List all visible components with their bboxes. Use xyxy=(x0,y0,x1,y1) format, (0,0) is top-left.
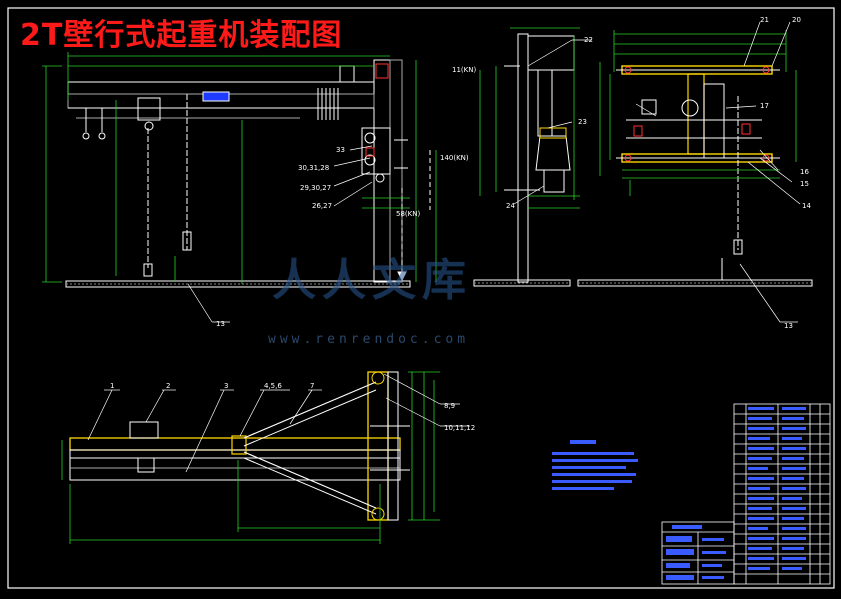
callout-26-27: 26,27 xyxy=(312,202,332,210)
watermark-text: 人人文库 xyxy=(272,255,472,306)
bottom-view-dimensions xyxy=(61,371,440,544)
callout-8-9: 8,9 xyxy=(444,402,455,410)
front-view-dimensions xyxy=(42,52,437,284)
callout-3: 3 xyxy=(224,382,228,390)
callout-21: 21 xyxy=(760,16,769,24)
bottom-girder xyxy=(69,437,401,451)
side-view-dimensions xyxy=(479,27,580,209)
callout-15: 15 xyxy=(800,180,809,188)
title-block-text xyxy=(666,525,726,580)
drawing-title: 2T壁行式起重机装配图 xyxy=(20,18,343,53)
bottom-view xyxy=(69,371,410,521)
upper-brace xyxy=(243,381,377,439)
callout-33: 33 xyxy=(336,146,345,154)
callout-2: 2 xyxy=(166,382,170,390)
callout-4-5-6: 4,5,6 xyxy=(264,382,282,390)
callout-1: 1 xyxy=(110,382,114,390)
front-view-leaders xyxy=(187,145,373,323)
callout-16: 16 xyxy=(800,168,809,176)
side-view-leaders xyxy=(513,39,592,205)
load-label-58kn: 58(KN) xyxy=(396,210,420,218)
callout-22: 22 xyxy=(584,36,593,44)
callout-17: 17 xyxy=(760,102,769,110)
callout-30-31-28: 30,31,28 xyxy=(298,164,329,172)
wall-beam xyxy=(367,371,389,521)
side-view xyxy=(473,33,575,287)
callout-13-left: 13 xyxy=(216,320,225,328)
lower-brace xyxy=(243,451,377,509)
technical-requirements xyxy=(552,440,638,490)
bottom-view-leaders xyxy=(87,373,470,473)
parts-list xyxy=(733,403,831,585)
side-wall xyxy=(517,33,529,283)
load-label-11kn: 11(KN) xyxy=(452,66,476,74)
callout-24: 24 xyxy=(506,202,515,210)
nameplate xyxy=(202,91,230,102)
callout-10-11-12: 10,11,12 xyxy=(444,424,475,432)
callout-13-right: 13 xyxy=(784,322,793,330)
callout-7: 7 xyxy=(310,382,314,390)
plan-view-leaders xyxy=(635,21,801,323)
callout-29-30-27: 29,30,27 xyxy=(300,184,331,192)
plan-view-dimensions xyxy=(599,30,797,196)
hoist xyxy=(137,97,161,121)
callout-23: 23 xyxy=(578,118,587,126)
callout-20: 20 xyxy=(792,16,801,24)
front-view xyxy=(65,59,431,288)
plan-view xyxy=(577,65,813,287)
watermark-url: www.renrendoc.com xyxy=(268,332,470,347)
drawing-frame xyxy=(7,7,835,589)
title-block xyxy=(661,521,735,585)
parts-list-text xyxy=(748,407,806,570)
callout-14: 14 xyxy=(802,202,811,210)
load-label-140kn: 140(KN) xyxy=(440,154,469,162)
